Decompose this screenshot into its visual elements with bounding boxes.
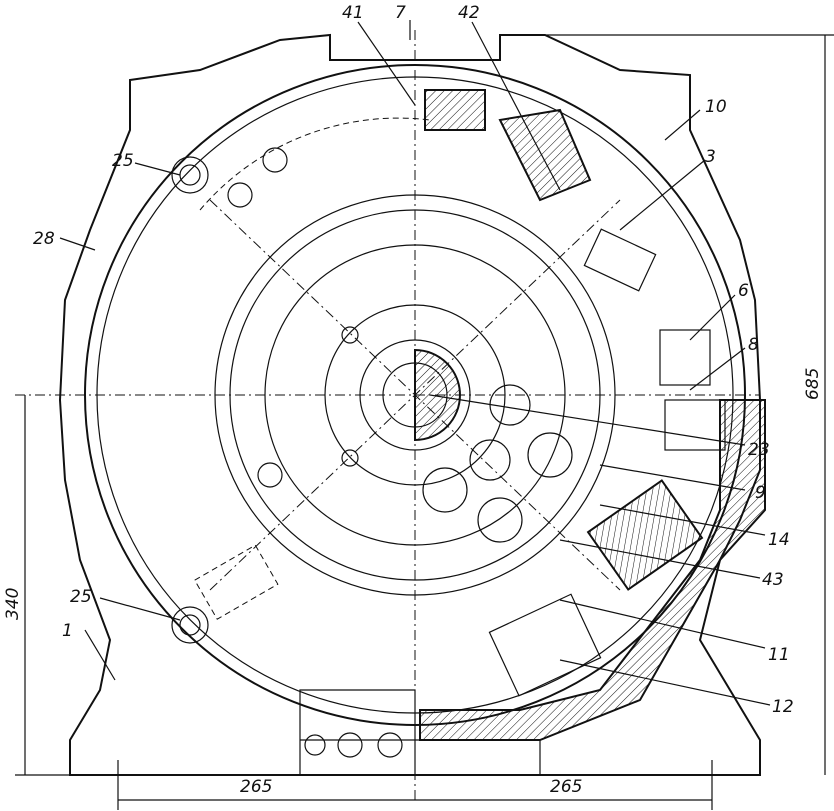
callout-7: 7 xyxy=(395,3,406,23)
callout-14: 14 xyxy=(768,530,790,550)
callout-25-bottom: 25 xyxy=(70,587,92,607)
dimension-340: 340 xyxy=(3,588,23,620)
callout-6: 6 xyxy=(738,281,749,301)
bolts xyxy=(171,117,431,758)
dimension-685: 685 xyxy=(803,368,823,400)
callout-11: 11 xyxy=(768,645,790,665)
callout-12: 12 xyxy=(772,697,794,717)
section-view xyxy=(419,89,766,741)
dimension-lines xyxy=(15,34,834,810)
dimension-labels: 685 340 265 265 xyxy=(3,368,823,797)
callout-10: 10 xyxy=(705,97,727,117)
callout-41: 41 xyxy=(342,3,364,23)
callout-8: 8 xyxy=(748,335,759,355)
callout-25-top: 25 xyxy=(112,151,134,171)
callout-43: 43 xyxy=(762,570,784,590)
callout-42: 42 xyxy=(458,3,480,23)
callout-3: 3 xyxy=(705,147,716,167)
dimension-265-right: 265 xyxy=(550,777,582,797)
dimension-265-left: 265 xyxy=(240,777,272,797)
callout-1: 1 xyxy=(62,621,73,641)
center-lines xyxy=(15,30,760,800)
leader-lines xyxy=(59,20,771,706)
callout-9: 9 xyxy=(755,483,766,503)
brush-holder xyxy=(659,329,711,386)
callout-28: 28 xyxy=(33,229,55,249)
callout-23: 23 xyxy=(748,440,770,460)
callout-labels: 41 7 42 10 3 25 28 6 8 23 9 14 43 11 12 … xyxy=(33,3,794,717)
